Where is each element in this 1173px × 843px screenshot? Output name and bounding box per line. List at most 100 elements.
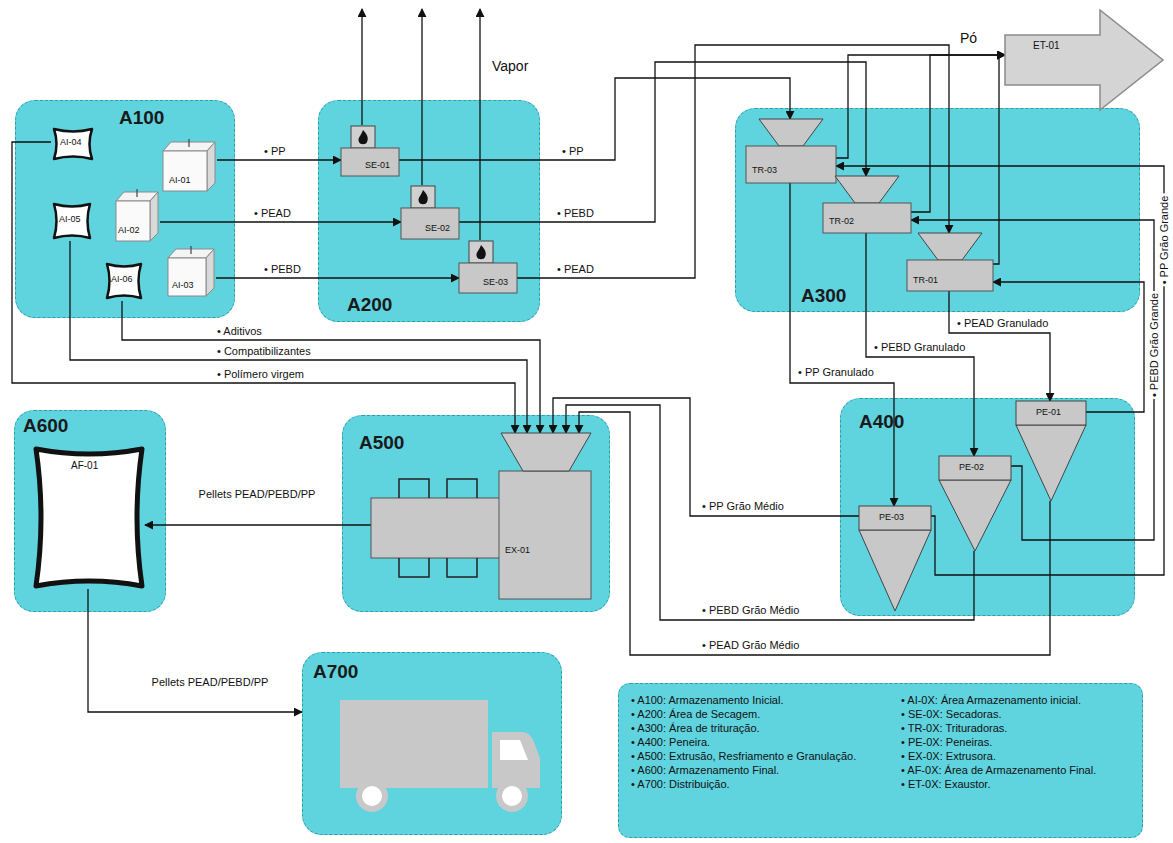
crusher-body bbox=[907, 260, 993, 291]
heater-band bbox=[447, 558, 477, 577]
label-patch: • PEAD bbox=[252, 207, 293, 220]
truck-cab bbox=[492, 732, 540, 788]
equipment-tag: EX-01 bbox=[505, 545, 530, 555]
storage-bin: AI-02 bbox=[114, 189, 160, 243]
equipment-tag: AI-02 bbox=[118, 225, 140, 235]
flow-label: • PP Granulado bbox=[798, 366, 874, 379]
exhaust-arrow: ET-01 bbox=[1005, 10, 1163, 110]
sieve-top bbox=[939, 456, 1011, 480]
vapor-line bbox=[421, 9, 422, 185]
bin-spout bbox=[136, 189, 137, 197]
flow-connector bbox=[866, 233, 974, 456]
extruder: EX-01 bbox=[371, 433, 591, 601]
flow-label: • PEAD Grão Médio bbox=[702, 639, 799, 652]
area-title: A300 bbox=[801, 285, 846, 307]
extruder-box bbox=[499, 471, 591, 599]
crusher-funnel bbox=[835, 176, 899, 203]
truck-icon bbox=[340, 700, 540, 809]
label-patch: • PP Grão Grande bbox=[1158, 194, 1171, 287]
label-patch: • PEBD bbox=[555, 207, 596, 220]
flow-label: Pellets PEAD/PEBD/PP bbox=[194, 488, 320, 501]
flow-label: • PEBD Grão Grande bbox=[1148, 293, 1161, 397]
sieve-funnel: PE-02 bbox=[939, 456, 1011, 551]
extruder-hopper bbox=[501, 433, 591, 471]
area-box: AI-04AI-05AI-06AI-01AI-02AI-03A100 bbox=[15, 100, 235, 318]
area-title: A400 bbox=[859, 411, 904, 433]
heater-band bbox=[399, 558, 429, 577]
truck-cargo bbox=[340, 700, 488, 788]
label-patch: Pellets PEAD/PEBD/PP bbox=[192, 488, 322, 501]
area-title: A500 bbox=[359, 432, 404, 454]
legend-entry: • A600: Armazenamento Final. bbox=[631, 763, 893, 777]
storage-bag: AI-06 bbox=[104, 261, 144, 301]
area-title: A600 bbox=[23, 415, 68, 437]
heater-band bbox=[399, 479, 429, 498]
flow-connector bbox=[217, 159, 341, 160]
equipment-tag: PE-02 bbox=[959, 462, 984, 472]
flow-connector bbox=[122, 301, 540, 433]
legend-entry: • A100: Armazenamento Inicial. bbox=[631, 693, 893, 707]
legend-entry: • PE-0X: Peneiras. bbox=[901, 735, 1130, 749]
label-patch: • PP bbox=[560, 145, 586, 158]
equipment-tag: SE-01 bbox=[365, 160, 390, 170]
area-title: A700 bbox=[313, 661, 358, 683]
stream-label: Vapor bbox=[492, 58, 528, 74]
label-patch: • PP Granulado bbox=[796, 366, 876, 379]
legend-entry: • TR-0X: Trituradoras. bbox=[901, 721, 1130, 735]
sieve-cone bbox=[939, 480, 1011, 551]
crusher-box: TR-02 bbox=[823, 176, 911, 233]
bin-front bbox=[163, 151, 207, 191]
burner-box bbox=[351, 126, 375, 148]
legend-entry: • AF-0X: Área de Armazenamento Final. bbox=[901, 763, 1130, 777]
flow-connector bbox=[12, 142, 515, 433]
label-patch: • PP Grão Médio bbox=[700, 500, 786, 513]
label-patch: Pó bbox=[958, 30, 979, 46]
bin-spout bbox=[190, 246, 191, 254]
label-patch: • PP bbox=[262, 145, 288, 158]
flow-connector bbox=[836, 166, 1164, 575]
vapor-line bbox=[479, 9, 480, 240]
truck-wheel bbox=[499, 783, 525, 809]
bin-front bbox=[168, 258, 206, 296]
legend-entry: • A500: Extrusão, Resfriamento e Granula… bbox=[631, 749, 893, 763]
flow-label: • Polímero virgem bbox=[217, 368, 304, 381]
flow-connector bbox=[553, 398, 859, 516]
extruder-barrel bbox=[371, 498, 501, 558]
flow-connector bbox=[88, 589, 302, 712]
flow-label: Pellets PEAD/PEBD/PP bbox=[147, 676, 273, 689]
flame-icon bbox=[476, 245, 485, 259]
shape-outline bbox=[1005, 10, 1163, 110]
equipment-tag: AI-01 bbox=[169, 175, 191, 185]
legend-entry: • A700: Distribuição. bbox=[631, 777, 893, 791]
bin-front bbox=[116, 201, 150, 241]
stream-label: Pó bbox=[960, 30, 977, 46]
sieve-funnel: PE-03 bbox=[859, 506, 931, 611]
bin-side bbox=[150, 192, 158, 241]
flow-connector bbox=[517, 45, 949, 278]
equipment-tag: ET-01 bbox=[1033, 40, 1060, 52]
equipment-tag: PE-01 bbox=[1036, 407, 1061, 417]
flow-label: • PEAD bbox=[557, 263, 594, 276]
equipment-tag: AI-03 bbox=[172, 280, 194, 290]
flow-connector bbox=[579, 412, 1050, 655]
label-patch: • PEAD Grão Médio bbox=[700, 639, 801, 652]
sieve-cone bbox=[1016, 425, 1086, 501]
flame-icon bbox=[418, 190, 427, 204]
label-patch: • PEBD Grão Médio bbox=[700, 604, 801, 617]
label-patch: • Compatibilizantes bbox=[215, 345, 313, 358]
sieve-top bbox=[1016, 401, 1086, 425]
storage-bin: AI-01 bbox=[161, 139, 217, 193]
equipment-tag: AF-01 bbox=[71, 460, 98, 472]
area-box: EX-01 A500 bbox=[342, 415, 610, 612]
legend-entry: • A300: Área de trituração. bbox=[631, 721, 893, 735]
equipment-tag: TR-03 bbox=[752, 165, 777, 175]
equipment-tag: SE-03 bbox=[483, 277, 508, 287]
flow-label: • PEAD Granulado bbox=[957, 317, 1048, 330]
crusher-funnel bbox=[759, 119, 823, 146]
equipment-tag: AI-06 bbox=[111, 274, 133, 284]
flow-label: • PP Grão Grande bbox=[1158, 196, 1171, 285]
exhaust-shape bbox=[1005, 10, 1163, 110]
bag-outline bbox=[54, 204, 90, 238]
flow-label: • PEAD bbox=[254, 207, 291, 220]
